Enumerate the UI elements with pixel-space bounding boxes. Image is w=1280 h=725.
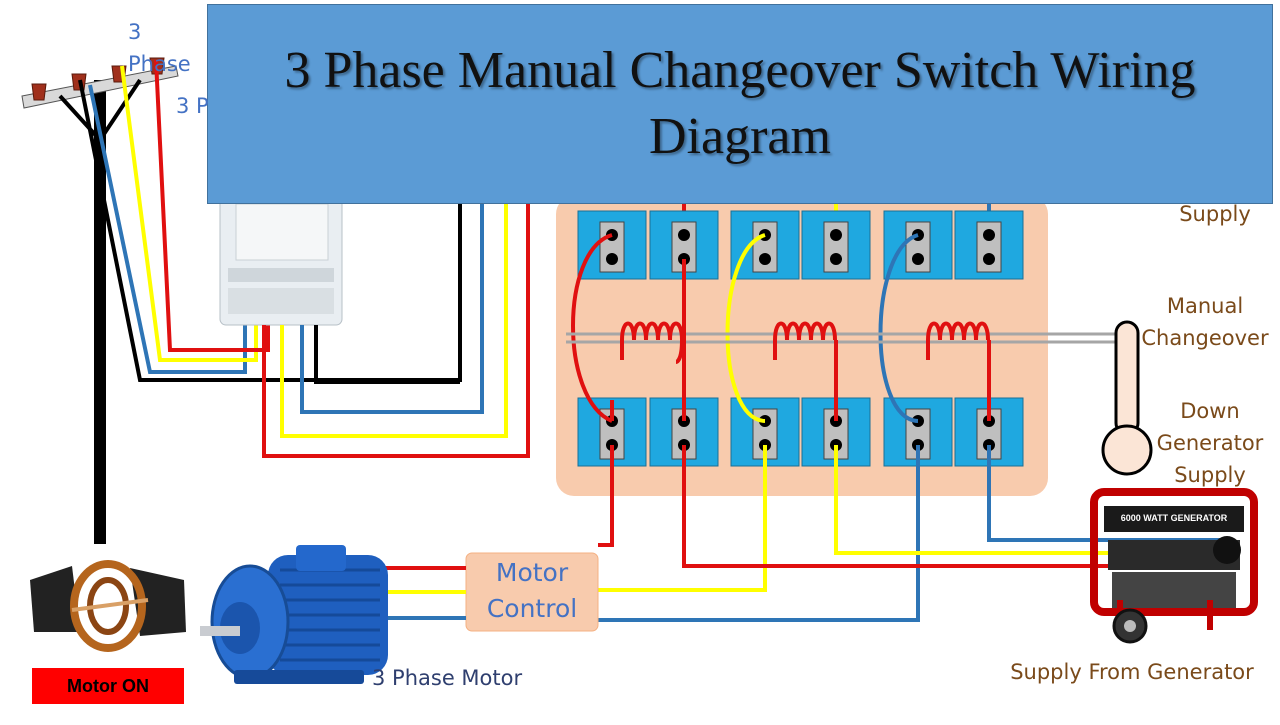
- switch-coils: [610, 259, 991, 421]
- top-terminal-row: [577, 210, 1024, 280]
- motor-control-line1: Motor: [495, 558, 569, 587]
- down-label: Down: [1180, 399, 1240, 423]
- terminal-block: [577, 210, 647, 280]
- motor-control-line2: Control: [486, 594, 578, 623]
- three-phase-motor: [200, 545, 388, 684]
- generator-label: Generator: [1156, 431, 1264, 455]
- generator: [1090, 488, 1258, 644]
- terminal-block: [801, 210, 871, 280]
- motor-status-badge: Motor ON: [32, 668, 184, 704]
- energy-meter: [219, 189, 343, 326]
- motor-coil-image: [0, 544, 193, 664]
- motor-control-label: Motor Control: [466, 555, 598, 631]
- page-title: 3 Phase Manual Changeover Switch Wiring …: [284, 42, 1196, 165]
- changeover-label: Changeover: [1141, 326, 1269, 350]
- terminal-block: [730, 210, 800, 280]
- terminal-block: [954, 210, 1024, 280]
- generator-panel-label: 6000 WATT GENERATOR: [1120, 513, 1228, 523]
- title-banner: 3 Phase Manual Changeover Switch Wiring …: [207, 4, 1273, 204]
- supply-label: Supply: [1179, 202, 1251, 226]
- motor-name-label: 3 Phase Motor: [372, 666, 523, 690]
- meter-to-changeover-wires: [262, 200, 530, 458]
- terminal-block: [883, 210, 953, 280]
- manual-label: Manual: [1166, 294, 1244, 318]
- down-supply-label: Supply: [1174, 463, 1246, 487]
- manual-changeover-handle[interactable]: [1101, 320, 1153, 476]
- changeover-output-wires: [598, 445, 920, 622]
- top-left-label-1: 3 Phase: [128, 20, 191, 76]
- supply-from-generator-label: Supply From Generator: [1010, 660, 1254, 684]
- top-left-label-2: 3 P: [176, 94, 208, 118]
- motor-wires: [378, 566, 466, 620]
